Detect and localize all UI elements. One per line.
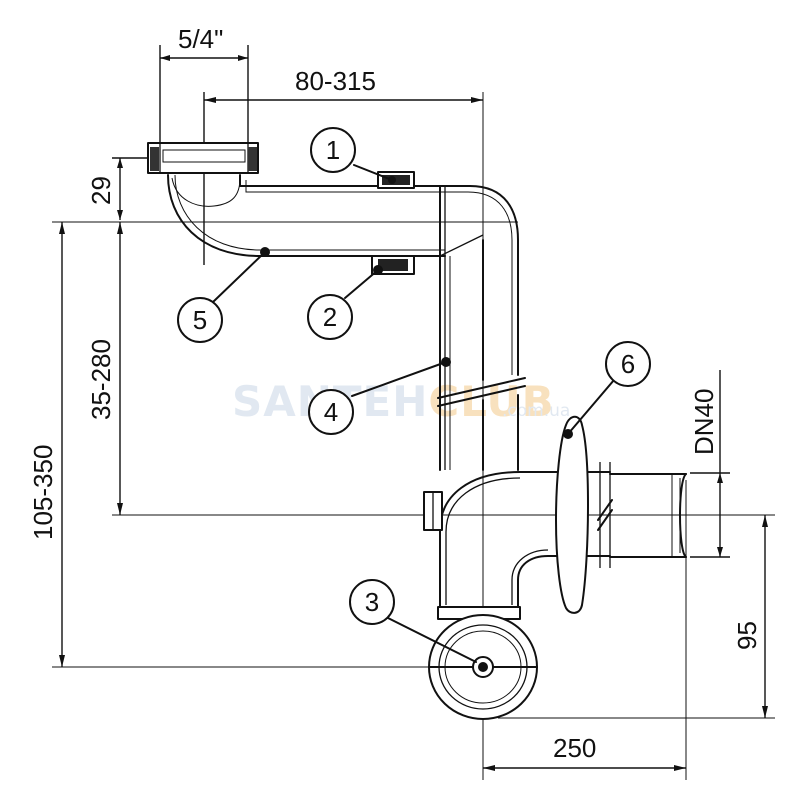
callout-1: 1 <box>310 127 396 184</box>
dim-thread-size: 5/4" <box>159 24 249 145</box>
callout-1-label: 1 <box>326 135 340 165</box>
horizontal-range-label: 80-315 <box>295 66 376 96</box>
upper-pipe <box>167 174 519 471</box>
lower-elbow <box>423 394 611 620</box>
callout-6-label: 6 <box>621 349 635 379</box>
watermark-domain: .com.ua <box>502 401 570 421</box>
dim-105-350: 105-350 <box>28 222 65 667</box>
inlet-nut <box>147 142 259 174</box>
wall-rosette <box>555 415 613 614</box>
dim-250: 250 <box>483 480 687 780</box>
break-marks <box>437 377 526 407</box>
height-29-label: 29 <box>86 176 116 205</box>
dn40-label: DN40 <box>689 389 719 455</box>
range-35-280-label: 35-280 <box>86 339 116 420</box>
outlet-pipe <box>609 473 687 558</box>
dim-horizontal-range: 80-315 <box>203 66 483 265</box>
valve-wheel <box>428 614 538 720</box>
callout-5: 5 <box>177 247 270 343</box>
width-250-label: 250 <box>553 733 596 763</box>
dim-29: 29 <box>86 157 148 220</box>
callout-2: 2 <box>307 265 383 340</box>
callout-3: 3 <box>349 579 477 663</box>
dim-dn40: DN40 <box>689 370 730 558</box>
height-95-label: 95 <box>732 621 762 650</box>
thread-size-label: 5/4" <box>178 24 223 54</box>
range-105-350-label: 105-350 <box>28 445 58 540</box>
callout-4: 4 <box>308 357 451 435</box>
callout-5-label: 5 <box>193 305 207 335</box>
callout-6: 6 <box>563 341 651 439</box>
callout-3-label: 3 <box>365 587 379 617</box>
callout-2-label: 2 <box>323 302 337 332</box>
dim-35-280: 35-280 <box>86 222 123 515</box>
callout-4-label: 4 <box>324 397 338 427</box>
dim-95: 95 <box>498 515 775 719</box>
